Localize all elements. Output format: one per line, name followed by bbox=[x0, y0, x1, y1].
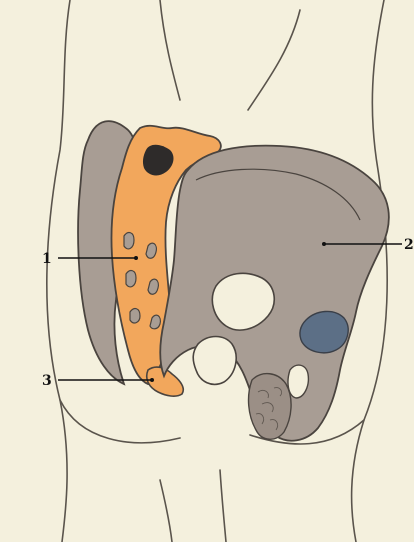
label-1: 1 bbox=[42, 251, 52, 267]
leader-dot-2 bbox=[322, 242, 326, 246]
lower-opening bbox=[193, 337, 236, 385]
label-2: 2 bbox=[404, 237, 414, 253]
sacral-foramen-5 bbox=[130, 309, 140, 323]
leader-dot-1 bbox=[134, 256, 138, 260]
leader-dot-3 bbox=[150, 378, 154, 382]
sacral-foramen-3 bbox=[126, 271, 136, 287]
sacral-foramen-1 bbox=[124, 233, 134, 249]
label-3: 3 bbox=[42, 373, 52, 389]
ischial-tuberosity bbox=[249, 374, 292, 440]
